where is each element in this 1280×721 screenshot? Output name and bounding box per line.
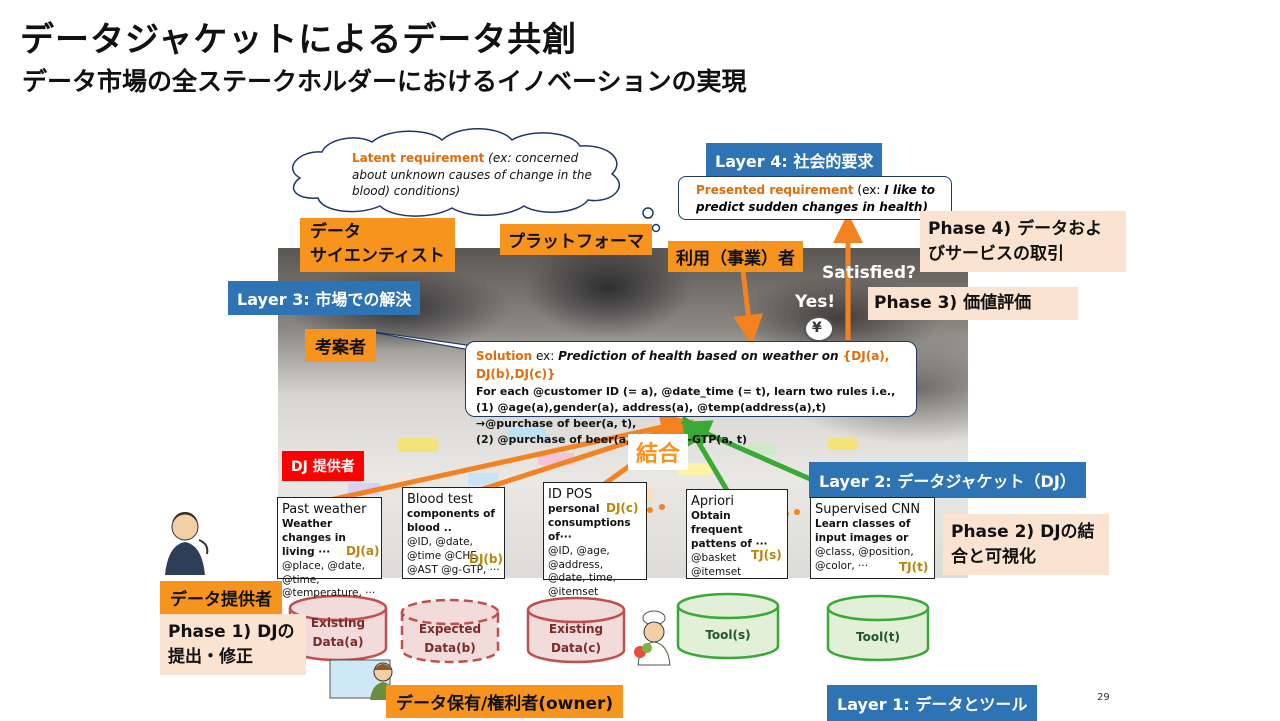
presented-requirement-text: Presented requirement (ex: I like to pre… <box>696 183 935 214</box>
platformer-label: プラットフォーマ <box>500 224 652 255</box>
layer4-label: Layer 4: 社会的要求 <box>706 143 883 177</box>
tj-tag-s: TJ(s) <box>751 548 782 562</box>
phase3-label: Phase 3) 価値評価 <box>868 287 1078 320</box>
layer1-label: Layer 1: データとツール <box>827 685 1038 721</box>
dj-card-b: Blood test components of blood .. @ID, @… <box>402 487 505 579</box>
data-provider-label: データ提供者 <box>160 581 282 614</box>
solution-box: Solution ex: Prediction of health based … <box>465 341 917 446</box>
solution-line1: Prediction of health based on weather on <box>558 349 839 363</box>
cylinder-label-t: Tool(t) <box>856 630 900 644</box>
layer3-label: Layer 3: 市場での解決 <box>228 281 421 315</box>
presented-requirement-bubble <box>678 176 952 220</box>
dj-tag-a: DJ(a) <box>346 544 380 558</box>
combine-label: 結合 <box>628 434 689 470</box>
page-subtitle: データ市場の全ステークホルダーにおけるイノベーションの実現 <box>22 67 747 96</box>
solution-line3: (1) @age(a),gender(a), address(a), @temp… <box>476 400 827 431</box>
solution-line2: For each @customer ID (= a), @date_time … <box>476 384 896 398</box>
latent-requirement-text: Latent requirement (ex: concerned about … <box>352 150 612 200</box>
layer2-label: Layer 2: データジャケット（DJ） <box>809 462 1086 498</box>
chef-avatar-icon <box>634 610 671 666</box>
phase4-label: Phase 4) データおよびサービスの取引 <box>920 211 1126 273</box>
latent-requirement-head: Latent requirement <box>352 151 485 165</box>
satisfied-text: Satisfied? <box>822 263 916 283</box>
data-scientist-label: データ サイエンティスト <box>300 218 455 272</box>
solution-line4: (2) @purchase of beer(a, t) → δ@γ-GTP(a,… <box>476 433 748 447</box>
solution-refs: {DJ(a), DJ(b),DJ(c)} <box>476 349 890 381</box>
owner-label: データ保有/権利者(owner) <box>386 685 624 718</box>
cylinder-tool-s <box>676 592 780 660</box>
presented-requirement-head: Presented requirement <box>696 183 854 197</box>
dj-card-c: ID POS personal consumptions of··· @ID, … <box>543 482 647 598</box>
latent-cloud <box>292 128 620 217</box>
phase1-label: Phase 1) DJの提出・修正 <box>160 614 306 676</box>
tj-card-s: Apriori Obtain frequent pattens of ··· @… <box>686 489 788 579</box>
user-label: 利用（事業）者 <box>668 241 803 272</box>
dj-tag-b: DJ(b) <box>469 552 503 566</box>
cylinder-label-s: Tool(s) <box>705 628 751 642</box>
cylinder-data-b <box>400 598 500 664</box>
yes-text: Yes! <box>795 292 836 312</box>
page-number: 29 <box>1097 692 1110 703</box>
latent-requirement-body: (ex: concerned about unknown causes of c… <box>352 151 592 199</box>
data-provider-avatar-icon <box>165 512 209 575</box>
dj-card-a: Past weather Weather changes in living ·… <box>277 497 382 599</box>
cylinder-data-c <box>526 596 626 664</box>
dj-tag-c: DJ(c) <box>606 501 639 515</box>
dj-provider-label: DJ 提供者 <box>282 451 364 481</box>
tj-card-t: Supervised CNN Learn classes of input im… <box>810 497 935 579</box>
cylinder-tool-t <box>826 594 930 662</box>
page-title: データジャケットによるデータ共創 <box>20 20 578 60</box>
phase2-label: Phase 2) DJの結合と可視化 <box>943 514 1109 576</box>
yen-symbol: ¥ <box>812 320 822 336</box>
proposer-label: 考案者 <box>305 329 376 362</box>
solution-head: Solution <box>476 349 533 363</box>
tj-tag-t: TJ(t) <box>899 560 929 574</box>
user-arrow <box>733 261 764 345</box>
